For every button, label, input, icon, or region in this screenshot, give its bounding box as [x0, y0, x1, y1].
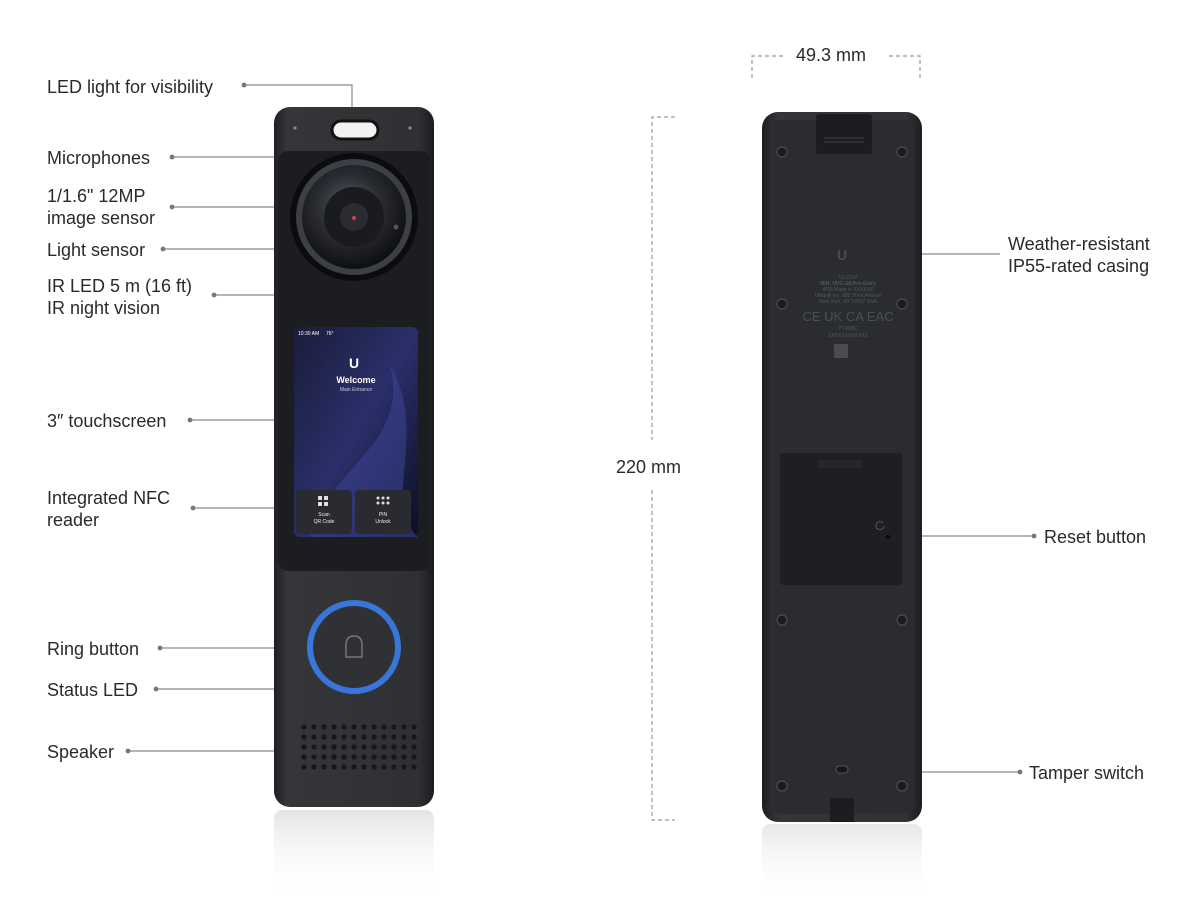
label-ring-button: Ring button [47, 639, 140, 659]
label-casing: Weather-resistant IP55-rated casing [1008, 233, 1150, 277]
back-address2: New York, NY 10017 USA [819, 299, 877, 305]
pin-line2: Unlock [375, 519, 391, 525]
screen-status-temp: 76° [326, 331, 334, 337]
screen-scan-button[interactable]: Scan QR Code [296, 512, 352, 526]
label-nfc: Integrated NFC reader [47, 487, 170, 531]
label-light-sensor: Light sensor [47, 240, 146, 260]
label-led-light: LED light for visibility [47, 77, 214, 97]
label-casing-line1: Weather-resistant [1008, 234, 1150, 254]
dimension-height: 220 mm [616, 457, 682, 477]
back-brand: UI.COM [838, 275, 858, 281]
label-speaker: Speaker [47, 742, 115, 762]
scan-line1: Scan [318, 512, 330, 518]
svg-text:U: U [837, 247, 847, 263]
label-tamper-switch: Tamper switch [1029, 763, 1145, 783]
label-ir-led-line2: IR night vision [47, 298, 161, 318]
label-touchscreen: 3″ touchscreen [47, 411, 167, 431]
label-image-sensor-line1: 1/1.6" 12MP [47, 186, 146, 206]
screen-subtitle: Main Entrance [339, 387, 373, 393]
label-nfc-line1: Integrated NFC [47, 488, 171, 508]
dimension-width: 49.3 mm [796, 45, 867, 65]
label-image-sensor: 1/1.6" 12MP image sensor [47, 185, 155, 229]
screen-status-time: 10:30 AM [298, 331, 320, 337]
label-ir-led: IR LED 5 m (16 ft) IR night vision [47, 275, 192, 319]
label-status-led: Status LED [47, 680, 139, 700]
label-image-sensor-line2: image sensor [47, 208, 156, 228]
back-certifications: CE UK CA EAC [802, 309, 894, 324]
back-rating: IP55 Made in XXXXXX [822, 287, 874, 293]
back-codes: YYWWC XXXXXXXXXXXX [768, 326, 928, 340]
back-address1: Ubiquiti Inc. 685 Third Avenue [814, 293, 882, 299]
back-serial: XXXXXXXXXXXX [827, 333, 869, 339]
label-reset-button: Reset button [1044, 527, 1147, 547]
label-nfc-line2: reader [47, 510, 100, 530]
label-casing-line2: IP55-rated casing [1008, 256, 1150, 276]
screen-pin-button[interactable]: PIN Unlock [355, 512, 411, 526]
screen-welcome: Welcome [336, 375, 376, 385]
label-ir-led-line1: IR LED 5 m (16 ft) [47, 276, 193, 296]
scan-line2: QR Code [313, 519, 335, 525]
back-plate-info: UI.COM M/N: UVC-G6-Pro-Entry IP55 Made i… [768, 275, 928, 305]
svg-text:U: U [349, 355, 359, 371]
label-microphones: Microphones [47, 148, 151, 168]
back-device-illustration: U [762, 112, 922, 899]
back-date-code: YYWWC [838, 326, 858, 332]
front-device-illustration: U [274, 107, 434, 900]
back-model: M/N: UVC-G6-Pro-Entry [820, 281, 876, 287]
pin-line1: PIN [378, 512, 388, 518]
